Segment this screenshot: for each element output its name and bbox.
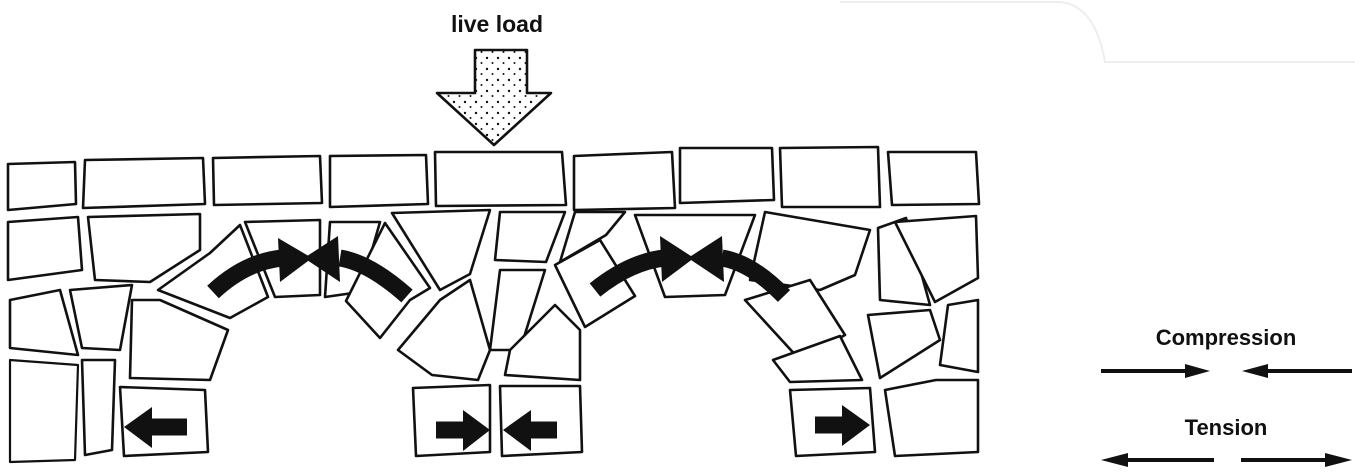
arrowhead-icon [1185,364,1210,378]
arrowhead-icon [660,236,694,282]
live-load-arrow [435,48,553,147]
right-arch-thrust-left [589,249,666,297]
arrowhead-icon [1325,453,1352,467]
deck-stones [6,145,981,212]
compression-label: Compression [1156,325,1297,350]
left-arch-stones [6,208,492,464]
scan-artifact [840,0,1355,63]
right-arch-thrust-right [720,249,791,302]
arrowhead-icon [278,238,312,282]
left-arch-thrust-right [338,249,413,303]
arrowhead-icon [503,410,531,451]
arrowhead-icon [1101,453,1128,467]
arrowhead-icon [304,236,340,282]
arrowhead-icon [463,410,490,451]
left-arch-thrust-left [207,249,284,299]
tension-label: Tension [1185,415,1268,440]
legend: Compression Tension [1101,325,1352,467]
arrowhead-icon [1242,364,1268,378]
right-arch-stones [488,210,980,458]
arrowhead-icon [842,405,870,446]
bridge [6,145,981,464]
arrowhead-icon [688,236,724,282]
live-load-label: live load [451,11,543,37]
thrust-arrows [124,236,870,451]
arrowhead-icon [124,407,152,448]
